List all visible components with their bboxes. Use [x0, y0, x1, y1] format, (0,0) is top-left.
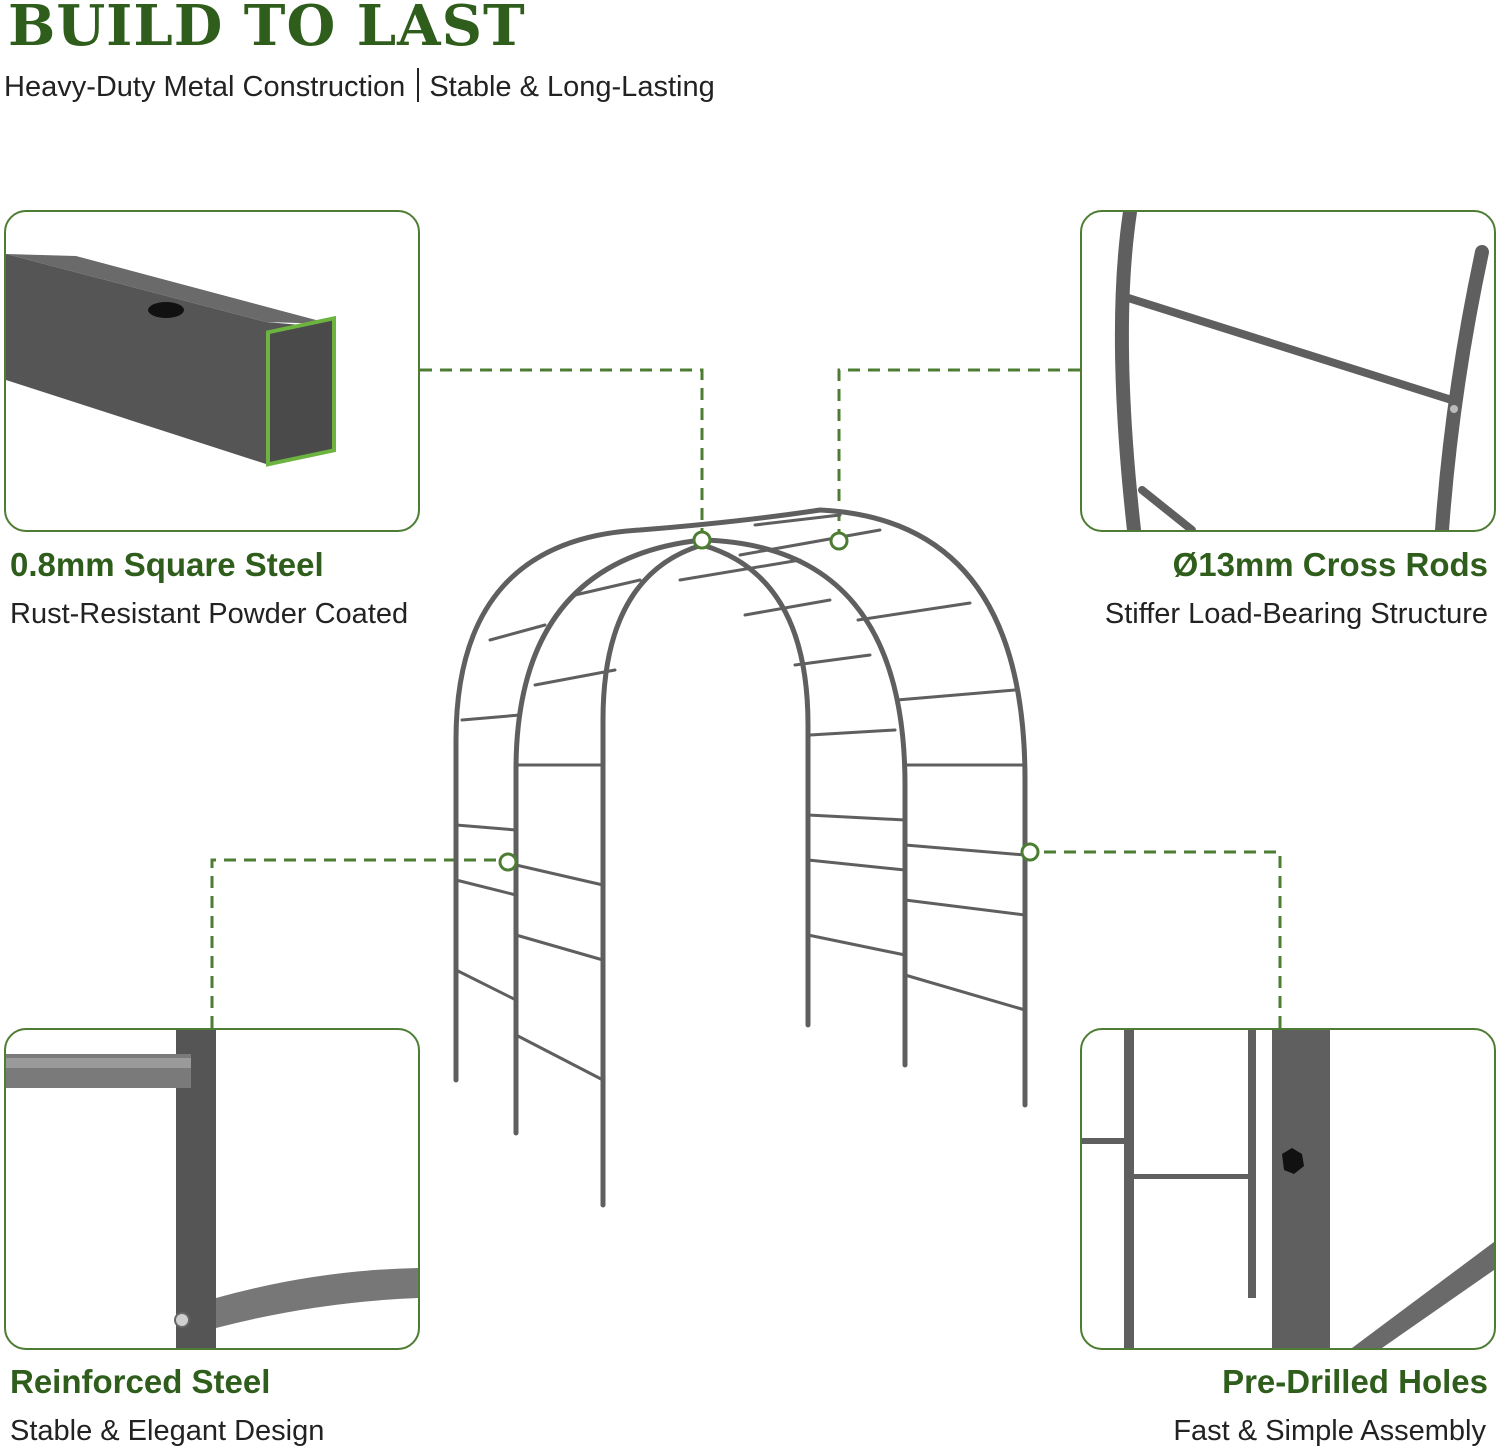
feature-desc-pre-drilled-holes: Fast & Simple Assembly: [1173, 1415, 1486, 1447]
feature-desc-square-steel: Rust-Resistant Powder Coated: [10, 598, 409, 630]
square-steel-detail-panel: [4, 210, 420, 532]
feature-desc-cross-rods: Stiffer Load-Bearing Structure: [1104, 598, 1488, 630]
feature-desc-reinforced-steel: Stable & Elegant Design: [10, 1415, 325, 1447]
feature-title-square-steel: 0.8mm Square Steel: [10, 546, 324, 583]
arch-frame: [453, 507, 1028, 1208]
cross-rods-image: [1114, 212, 1489, 530]
pre-drilled-holes-detail-panel: [1080, 1028, 1496, 1350]
feature-title-pre-drilled-holes: Pre-Drilled Holes: [1222, 1363, 1488, 1400]
reinforced-steel-detail-panel: [4, 1028, 420, 1350]
feature-title-cross-rods: Ø13mm Cross Rods: [1172, 546, 1488, 583]
square-tube-image: [6, 254, 336, 467]
reinforced-steel-image: [6, 1030, 418, 1348]
subtitle-divider: [417, 68, 420, 102]
cross-rods-detail-panel: [1080, 210, 1496, 532]
pre-drilled-holes-image: [1082, 1030, 1494, 1348]
page-subtitle: Heavy-Duty Metal Construction Stable & Lo…: [4, 68, 715, 106]
subtitle-left: Heavy-Duty Metal Construction: [4, 71, 406, 103]
callout-dots: [498, 530, 1040, 872]
page-title: BUILD TO LAST: [8, 0, 526, 59]
subtitle-right: Stable & Long-Lasting: [429, 71, 715, 103]
feature-title-reinforced-steel: Reinforced Steel: [10, 1363, 271, 1400]
